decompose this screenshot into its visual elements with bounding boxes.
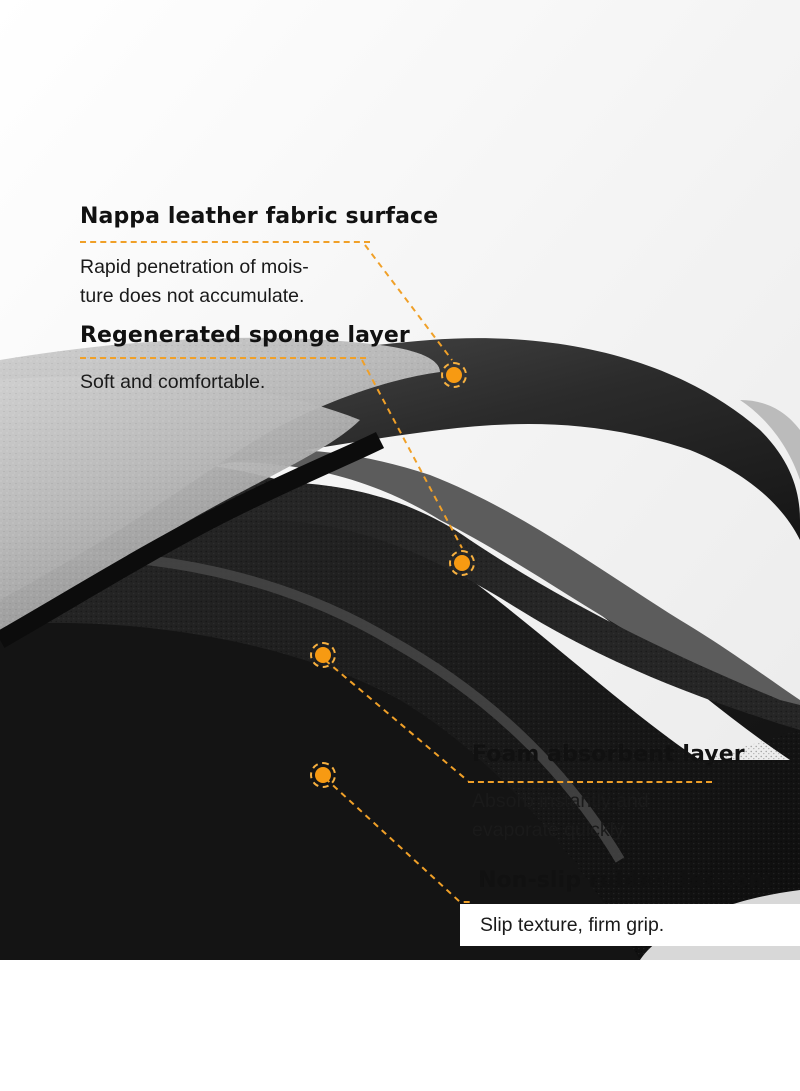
layer-description: Soft and comfortable. xyxy=(80,368,265,397)
orange-dot-icon xyxy=(441,362,467,388)
leader-line-nappa xyxy=(364,244,453,361)
layer-description: Absorb instantly and evaporate quickly. xyxy=(472,787,649,845)
description-line: evaporate quickly. xyxy=(472,819,628,841)
dashed-divider xyxy=(80,241,370,243)
description-line: Rapid penetration of mois- xyxy=(80,256,309,278)
dashed-divider xyxy=(80,357,366,359)
layer-description-panel xyxy=(460,904,800,946)
layer-title: Nappa leather fabric surface xyxy=(80,204,439,229)
dashed-divider xyxy=(468,781,712,783)
layer-description: Slip texture, firm grip. xyxy=(480,911,664,940)
description-line: Absorb instantly and xyxy=(472,790,649,812)
callout-regenerated-sponge: Regenerated sponge layer xyxy=(80,323,410,348)
orange-dot-icon xyxy=(310,642,336,668)
layer-title: Non-slip rubber bottom xyxy=(478,868,772,893)
callout-nappa-leather: Nappa leather fabric surface xyxy=(80,204,438,229)
callout-foam-absorbent: Foam absorbent layer xyxy=(472,742,745,767)
description-line: Slip texture, firm grip. xyxy=(480,914,665,936)
leader-line-rubber xyxy=(324,777,470,903)
description-line: ture does not accumulate. xyxy=(80,285,305,307)
orange-dot-icon xyxy=(449,550,475,576)
layer-title: Foam absorbent layer xyxy=(472,742,745,767)
leader-line-foam xyxy=(324,659,469,782)
orange-dot-icon xyxy=(310,762,336,788)
layer-description: Rapid penetration of mois- ture does not… xyxy=(80,253,309,311)
layer-title: Regenerated sponge layer xyxy=(80,323,410,348)
description-line: Soft and comfortable. xyxy=(80,371,266,393)
leader-line-sponge xyxy=(361,359,463,549)
callout-non-slip-rubber: Non-slip rubber bottom xyxy=(478,868,771,893)
